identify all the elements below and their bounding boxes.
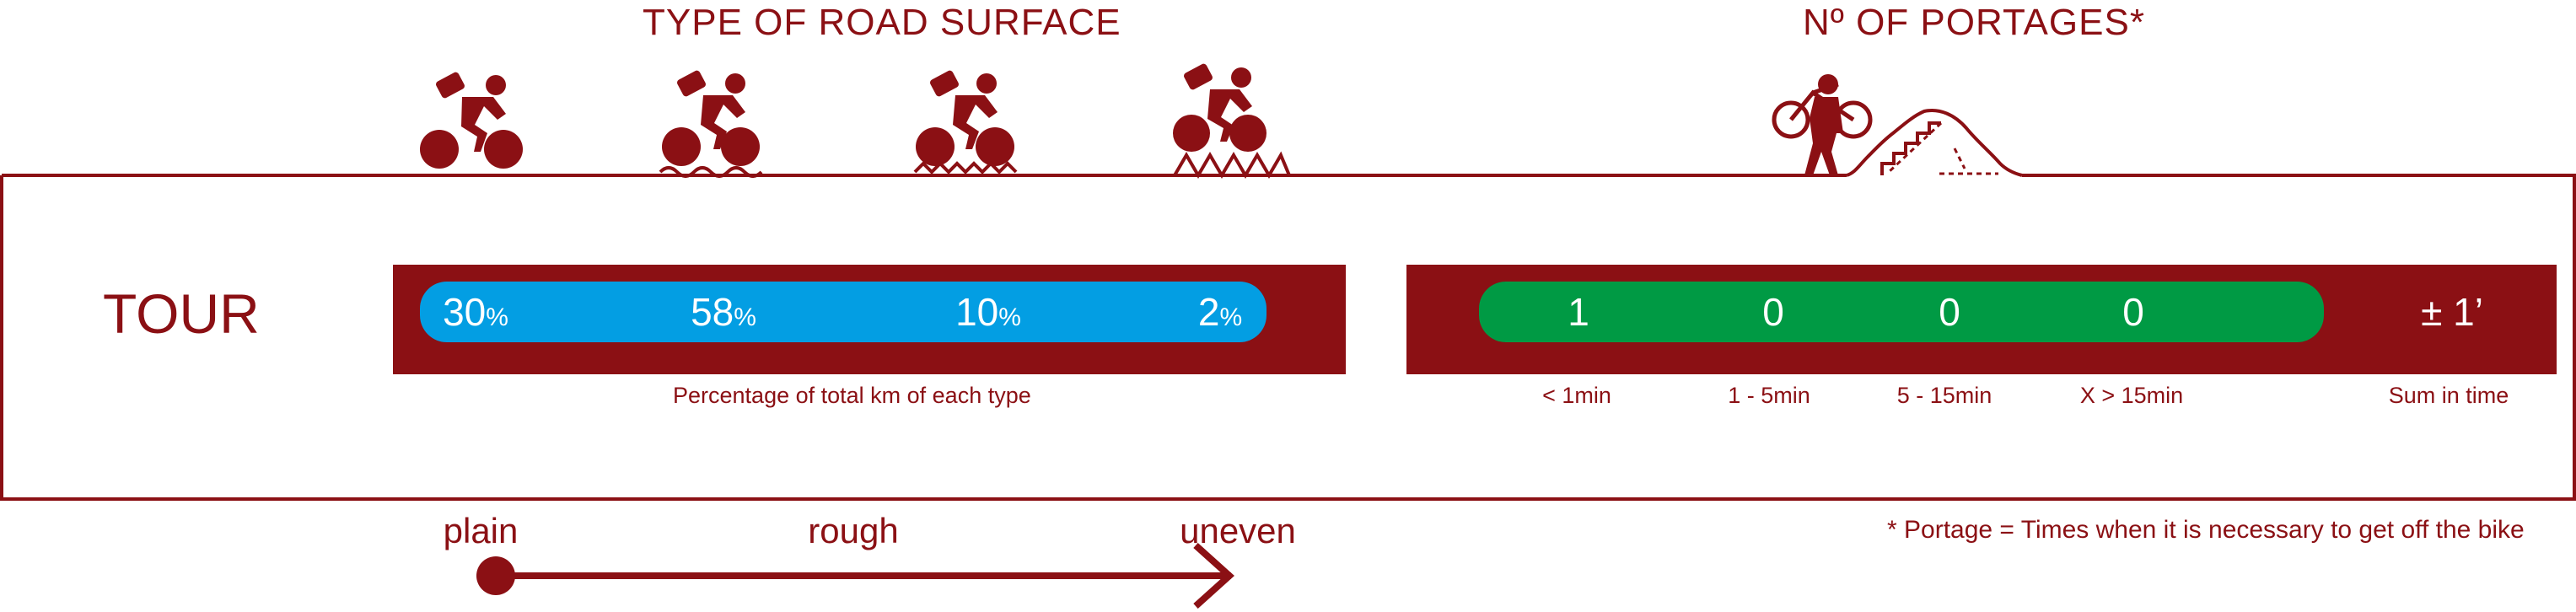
portage-footnote: * Portage = Times when it is necessary t… [1887,516,2525,544]
surface-percentage-rough: 58% [691,290,756,334]
scale-label-plain: plain [443,511,519,550]
portage-sum-value: ± 1’ [2421,290,2483,334]
portage-count-under-1min: 1 [1568,290,1589,334]
scale-label-rough: rough [808,511,899,550]
portage-count-over-15min: 0 [2122,290,2144,334]
surface-percentage-wavy: 10% [955,290,1021,334]
tour-label: TOUR [103,282,260,345]
portage-count-1-5min: 0 [1762,290,1784,334]
portage-count-5-15min: 0 [1939,290,1960,334]
portage-label-over-15min: X > 15min [2079,383,2184,408]
surface-percentage-plain: 30% [443,290,508,334]
surface-caption: Percentage of total km of each type [673,383,1031,408]
portage-label-1-5min: 1 - 5min [1728,383,1810,408]
portages-count-bar: 1 0 0 0 [1479,282,2324,342]
surface-percentage-uneven: 2% [1197,290,1243,334]
portage-label-under-1min: < 1min [1542,383,1611,408]
portages-heading: Nº OF PORTAGES* [1803,2,2145,43]
scale-label-uneven: uneven [1180,511,1296,550]
road-surface-heading: TYPE OF ROAD SURFACE [643,2,1121,43]
portage-sum-label: Sum in time [2388,383,2509,408]
portage-label-5-15min: 5 - 15min [1896,383,1993,408]
surface-percentage-bar: 30% 58% 10% 2% [420,282,1266,342]
